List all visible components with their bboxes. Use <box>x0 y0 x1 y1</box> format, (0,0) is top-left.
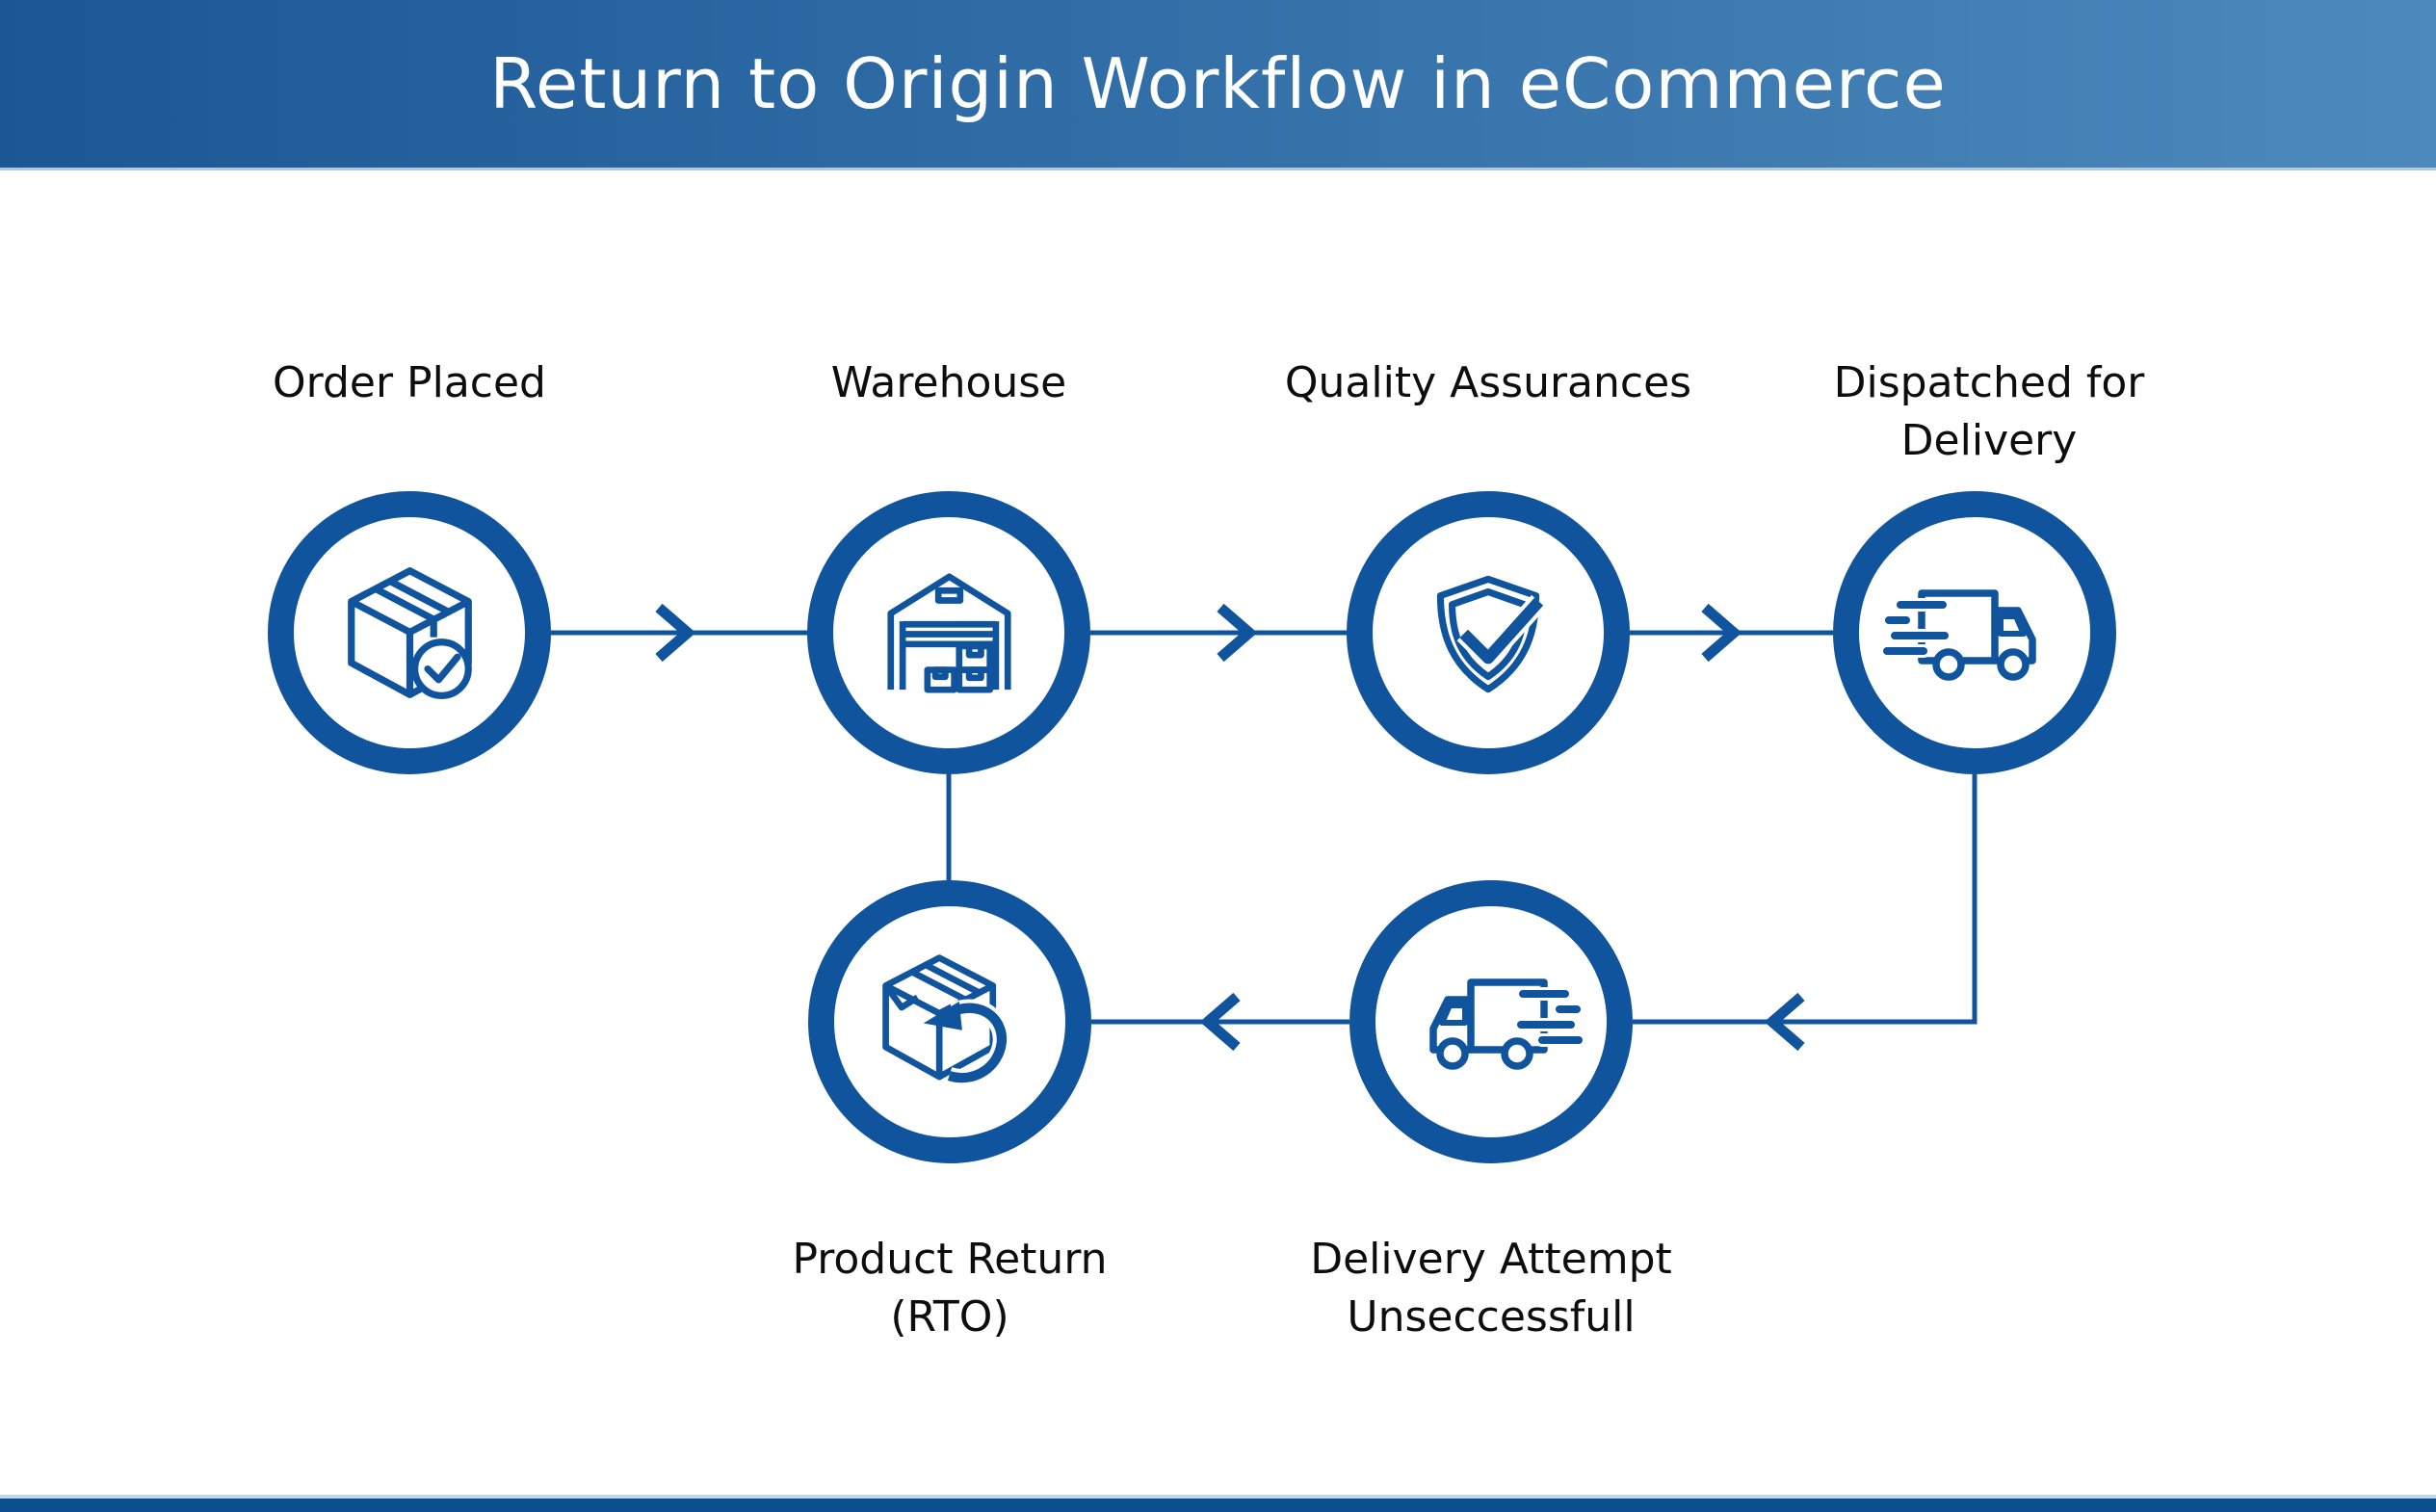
label-line: Order Placed <box>273 358 546 407</box>
node-label-dispatched-for-delivery: Dispatched for Delivery <box>1700 354 2278 470</box>
delivery-truck-left-icon <box>1429 978 1583 1070</box>
arrow-left-icon <box>1764 992 1805 1052</box>
node-product-return-rto <box>808 880 1091 1163</box>
arrow-head <box>923 1001 962 1030</box>
header-banner: Return to Origin Workflow in eCommerce <box>0 0 2436 170</box>
node-warehouse <box>807 491 1090 774</box>
arrow-left-icon <box>1199 992 1241 1052</box>
node-quality-assurances <box>1347 491 1630 774</box>
warehouse-icon <box>886 572 1011 693</box>
footer-bar <box>0 1499 2436 1512</box>
delivery-truck-right-icon <box>1883 589 2036 681</box>
line-dispatch-to-attempt <box>1633 774 1978 1025</box>
arrow-right-icon <box>655 603 696 663</box>
node-label-order-placed: Order Placed <box>120 354 698 412</box>
node-label-quality-assurances: Quality Assurances <box>1199 354 1777 412</box>
node-label-warehouse: Warehouse <box>660 354 1238 412</box>
label-line: Quality Assurances <box>1284 358 1692 407</box>
label-line: Unseccessfull <box>1347 1292 1636 1342</box>
label-line: Delivery Attempt <box>1310 1235 1672 1284</box>
package-return-icon <box>881 953 1010 1086</box>
arrow-right-icon <box>1217 603 1258 663</box>
label-line: Delivery <box>1900 416 2078 465</box>
page-title: Return to Origin Workflow in eCommerce <box>489 43 1947 124</box>
arrow-right-icon <box>1701 603 1742 663</box>
label-line: Dispatched for <box>1833 358 2145 407</box>
label-line: (RTO) <box>890 1292 1009 1342</box>
label-line: Warehouse <box>830 358 1067 407</box>
node-delivery-attempt-unsuccessful <box>1349 880 1633 1163</box>
node-order-placed <box>268 491 551 774</box>
footer-accent-line <box>0 1495 2436 1499</box>
package-check-icon <box>347 566 472 699</box>
node-label-delivery-attempt-unsuccessful: Delivery Attempt Unseccessfull <box>1202 1231 1780 1346</box>
label-line: Product Return <box>792 1235 1108 1284</box>
node-dispatched-for-delivery <box>1833 491 2116 774</box>
node-label-product-return-rto: Product Return (RTO) <box>661 1231 1239 1346</box>
shield-check-icon <box>1436 575 1547 693</box>
